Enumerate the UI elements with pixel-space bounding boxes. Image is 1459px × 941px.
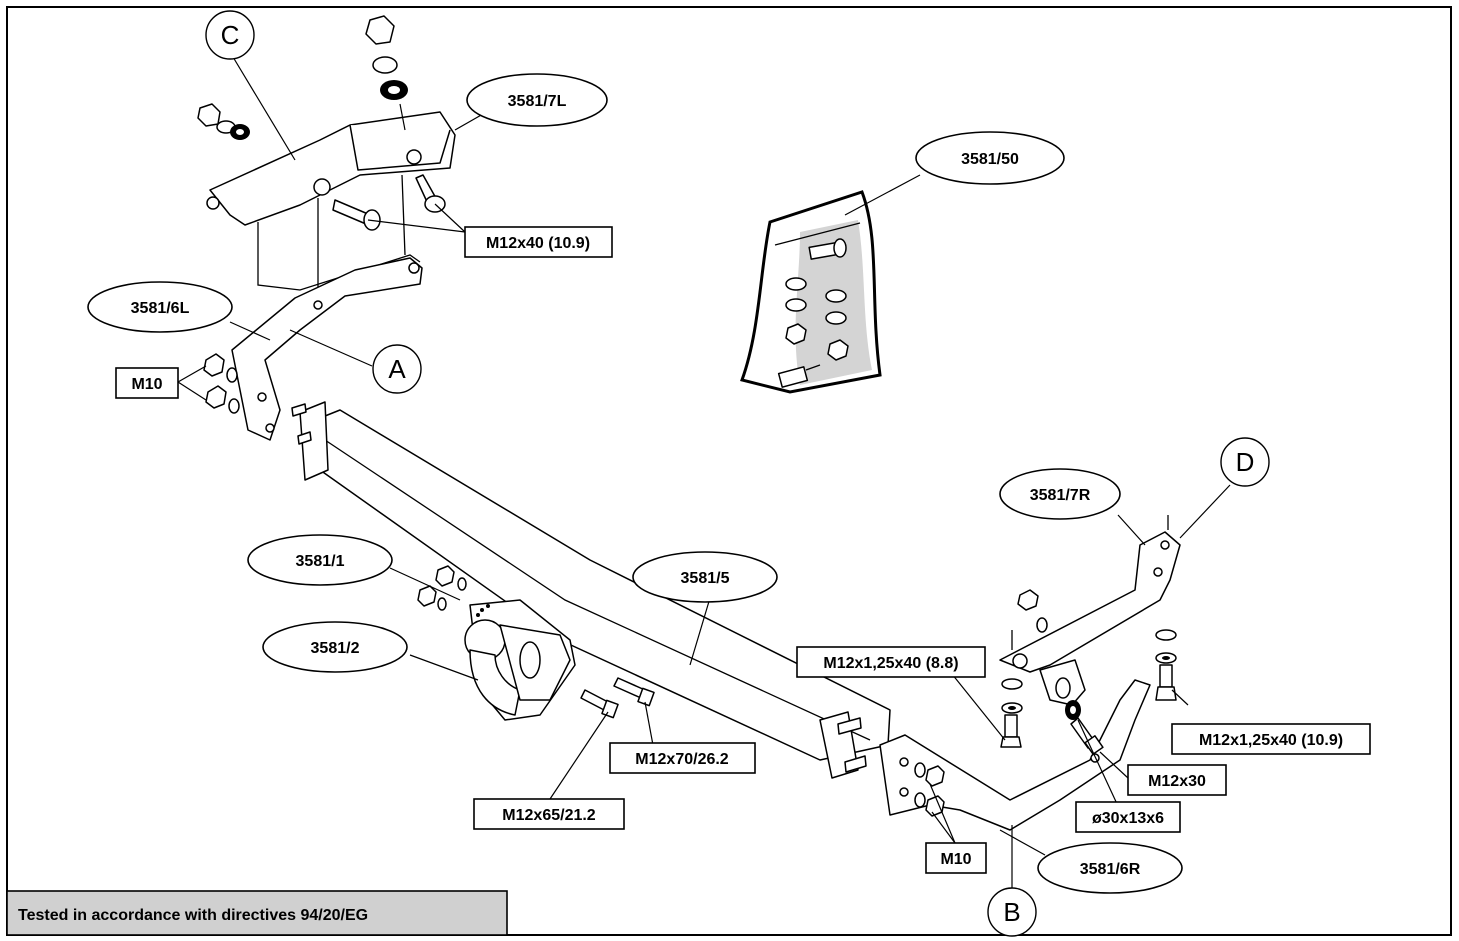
reference-point-b-label: B bbox=[1003, 897, 1020, 927]
reference-point-c-label: C bbox=[221, 20, 240, 50]
label-3581-1: 3581/1 bbox=[247, 534, 393, 586]
label-3581-50-text: 3581/50 bbox=[961, 151, 1019, 168]
reference-point-c: C bbox=[205, 10, 255, 60]
label-m12x65: M12x65/21.2 bbox=[473, 798, 625, 830]
right-nuts-m10 bbox=[914, 762, 945, 817]
right-upper-bracket-3581-7R bbox=[999, 515, 1181, 706]
label-3581-7L-text: 3581/7L bbox=[508, 93, 567, 110]
label-m10-left-text: M10 bbox=[131, 376, 162, 393]
label-3581-7L: 3581/7L bbox=[466, 73, 608, 127]
reference-point-d-label: D bbox=[1236, 447, 1255, 477]
label-3581-2-text: 3581/2 bbox=[311, 640, 360, 657]
label-3581-7R: 3581/7R bbox=[999, 468, 1121, 520]
label-3581-50: 3581/50 bbox=[915, 131, 1065, 185]
left-hardware-stack bbox=[197, 15, 408, 140]
reference-point-a-label: A bbox=[388, 354, 406, 384]
label-m12x1-25x40-88: M12x1,25x40 (8.8) bbox=[796, 646, 986, 678]
label-o30x13x6: ø30x13x6 bbox=[1075, 801, 1181, 833]
reference-point-b: B bbox=[987, 887, 1037, 937]
label-m12x70: M12x70/26.2 bbox=[609, 742, 756, 774]
label-m12x1-25x40-109-text: M12x1,25x40 (10.9) bbox=[1199, 732, 1343, 749]
left-nuts-m10 bbox=[203, 353, 240, 414]
label-3581-6R: 3581/6R bbox=[1037, 842, 1183, 894]
certification-footer: Tested in accordance with directives 94/… bbox=[6, 890, 508, 936]
left-lower-bracket-3581-6L bbox=[231, 257, 423, 441]
label-3581-5: 3581/5 bbox=[632, 551, 778, 603]
main-crossbar-3581-5 bbox=[291, 401, 891, 779]
label-m12x40: M12x40 (10.9) bbox=[464, 226, 613, 258]
label-3581-7R-text: 3581/7R bbox=[1030, 487, 1091, 504]
label-m12x40-text: M12x40 (10.9) bbox=[486, 235, 590, 252]
label-m12x1-25x40-88-text: M12x1,25x40 (8.8) bbox=[823, 655, 958, 672]
bolts-m12x40 bbox=[332, 174, 446, 231]
label-3581-6R-text: 3581/6R bbox=[1080, 861, 1141, 878]
label-3581-1-text: 3581/1 bbox=[296, 553, 345, 570]
label-3581-6L: 3581/6L bbox=[87, 281, 233, 333]
label-m12x1-25x40-109: M12x1,25x40 (10.9) bbox=[1171, 723, 1371, 755]
label-m10-right: M10 bbox=[925, 842, 987, 874]
label-3581-5-text: 3581/5 bbox=[681, 570, 730, 587]
label-m12x30-text: M12x30 bbox=[1148, 773, 1206, 790]
label-m12x70-text: M12x70/26.2 bbox=[635, 751, 729, 768]
label-3581-2: 3581/2 bbox=[262, 621, 408, 673]
reference-point-a: A bbox=[372, 344, 422, 394]
diagram-border bbox=[6, 6, 1452, 936]
certification-footer-text: Tested in accordance with directives 94/… bbox=[18, 907, 368, 924]
left-upper-bracket-3581-7L bbox=[206, 111, 456, 300]
label-o30x13x6-text: ø30x13x6 bbox=[1092, 810, 1164, 827]
label-m10-right-text: M10 bbox=[940, 851, 971, 868]
label-3581-6L-text: 3581/6L bbox=[131, 300, 190, 317]
label-m12x65-text: M12x65/21.2 bbox=[502, 807, 596, 824]
leader-lines bbox=[177, 51, 1231, 893]
towball-socket-assembly bbox=[417, 565, 576, 721]
label-m12x30: M12x30 bbox=[1127, 764, 1227, 796]
reference-point-d: D bbox=[1220, 437, 1270, 487]
bolts-m12x70-m12x65 bbox=[580, 677, 655, 719]
label-m10-left: M10 bbox=[115, 367, 179, 399]
right-hardware bbox=[1000, 629, 1177, 755]
hardware-bag-3581-50 bbox=[740, 190, 882, 394]
